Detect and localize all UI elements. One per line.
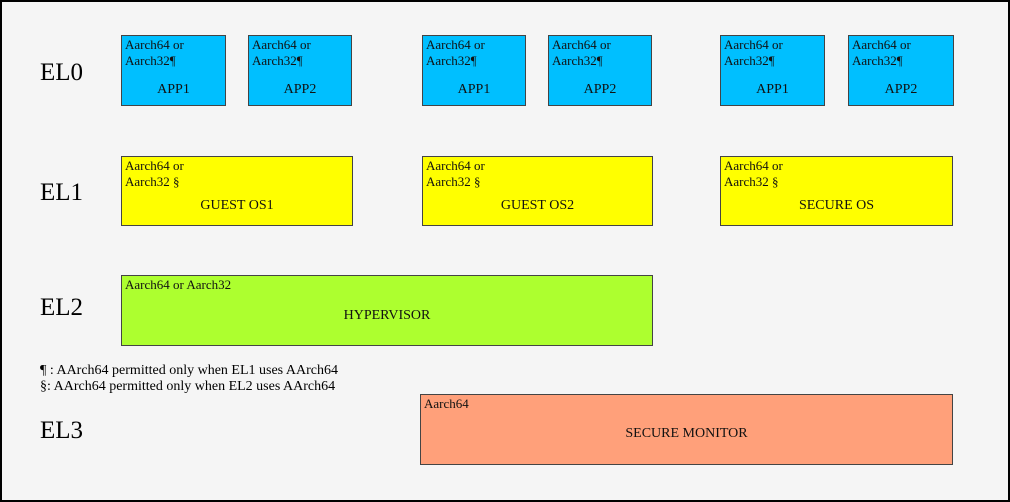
arch-line2: Aarch32¶ [552,53,603,68]
arch-line1: Aarch64 or [724,37,783,52]
box-label: APP1 [457,82,491,97]
el3-label: EL3 [40,417,84,444]
arch-note: Aarch64 [424,396,469,412]
el1-label: EL1 [40,179,84,206]
arch-note: Aarch64 or Aarch32 § [125,158,184,190]
arch-line1: Aarch64 or [426,37,485,52]
el1-guest-os1-box: Aarch64 or Aarch32 § GUEST OS1 [121,156,353,226]
arch-note: Aarch64 or Aarch32¶ [852,37,911,69]
legend: ¶ : AArch64 permitted only when EL1 uses… [40,363,338,395]
box-label: APP2 [283,82,317,97]
arch-line2: Aarch32¶ [125,53,176,68]
arch-line1: Aarch64 or [724,158,783,173]
box-label: SECURE OS [798,198,875,213]
el0-label: EL0 [40,59,84,86]
arch-line2: Aarch32¶ [426,53,477,68]
arch-line1: Aarch64 or Aarch32 [125,277,232,292]
arch-note: Aarch64 or Aarch32 § [724,158,783,190]
arch-note: Aarch64 or Aarch32¶ [552,37,611,69]
arch-line1: Aarch64 or [125,37,184,52]
el0-app2-box-group2: Aarch64 or Aarch32¶ APP2 [548,35,652,106]
el0-app1-box-group2: Aarch64 or Aarch32¶ APP1 [422,35,526,106]
arch-line1: Aarch64 or [426,158,485,173]
arch-line1: Aarch64 or [252,37,311,52]
el0-app1-box-group1: Aarch64 or Aarch32¶ APP1 [121,35,226,106]
legend-line-section: §: AArch64 permitted only when EL2 uses … [40,379,336,394]
el0-app2-box-group1: Aarch64 or Aarch32¶ APP2 [248,35,352,106]
arch-line1: Aarch64 or [125,158,184,173]
arch-line2: Aarch32¶ [252,53,303,68]
el0-app2-box-group3: Aarch64 or Aarch32¶ APP2 [848,35,954,106]
arch-line2: Aarch32¶ [852,53,903,68]
el3-secure-monitor-box: Aarch64 SECURE MONITOR [420,394,953,465]
box-label: APP1 [756,82,789,97]
el2-hypervisor-box: Aarch64 or Aarch32 HYPERVISOR [121,275,653,346]
el1-guest-os2-box: Aarch64 or Aarch32 § GUEST OS2 [422,156,653,226]
box-label: APP2 [884,82,918,97]
box-label: GUEST OS2 [500,198,575,213]
el0-app1-box-group3: Aarch64 or Aarch32¶ APP1 [720,35,825,106]
arch-note: Aarch64 or Aarch32¶ [125,37,184,69]
arch-note: Aarch64 or Aarch32 [125,277,231,293]
arch-note: Aarch64 or Aarch32 § [426,158,485,190]
arch-note: Aarch64 or Aarch32¶ [724,37,783,69]
box-label: HYPERVISOR [343,308,431,323]
box-label: APP2 [583,82,617,97]
arch-line2: Aarch32 § [426,174,481,189]
box-label: GUEST OS1 [200,198,274,213]
legend-line-pilcrow: ¶ : AArch64 permitted only when EL1 uses… [40,363,338,378]
box-label: SECURE MONITOR [625,426,748,441]
el2-label: EL2 [40,294,84,321]
arch-note: Aarch64 or Aarch32¶ [426,37,485,69]
arch-line2: Aarch32¶ [724,53,775,68]
arch-note: Aarch64 or Aarch32¶ [252,37,311,69]
arch-line1: Aarch64 or [552,37,611,52]
el1-secure-os-box: Aarch64 or Aarch32 § SECURE OS [720,156,953,226]
arch-line2: Aarch32 § [724,174,779,189]
box-label: APP1 [157,82,190,97]
arch-line1: Aarch64 or [852,37,911,52]
arch-line2: Aarch32 § [125,174,180,189]
arch-line1: Aarch64 [424,396,469,411]
